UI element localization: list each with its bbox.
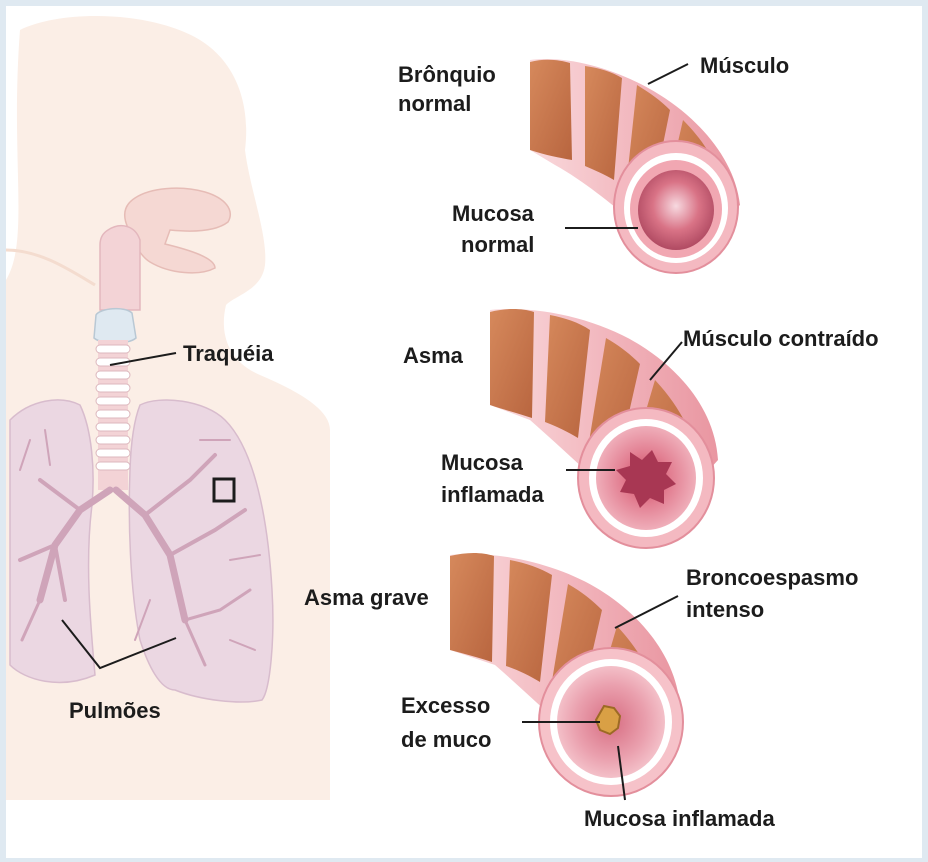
label-mucosa-inflamada-grave: Mucosa inflamada xyxy=(584,806,775,831)
label-broncoespasmo: Broncoespasmo intenso xyxy=(686,565,865,622)
label-traqueia: Traquéia xyxy=(183,341,274,366)
label-mucosa-inflamada: Mucosa inflamada xyxy=(441,450,544,507)
label-bronquio-normal: Brônquio normal xyxy=(398,62,502,116)
label-asma: Asma xyxy=(403,343,464,368)
label-mucosa-normal: Mucosa normal xyxy=(452,201,540,257)
label-musculo: Músculo xyxy=(700,53,789,78)
label-musculo-contraido: Músculo contraído xyxy=(683,326,879,351)
label-pulmoes: Pulmões xyxy=(69,698,161,723)
bronchus-severe xyxy=(450,553,683,796)
larynx xyxy=(94,309,136,344)
bronchus-normal xyxy=(530,59,740,273)
label-asma-grave: Asma grave xyxy=(304,585,429,610)
label-excesso-muco: Excesso de muco xyxy=(401,693,496,752)
